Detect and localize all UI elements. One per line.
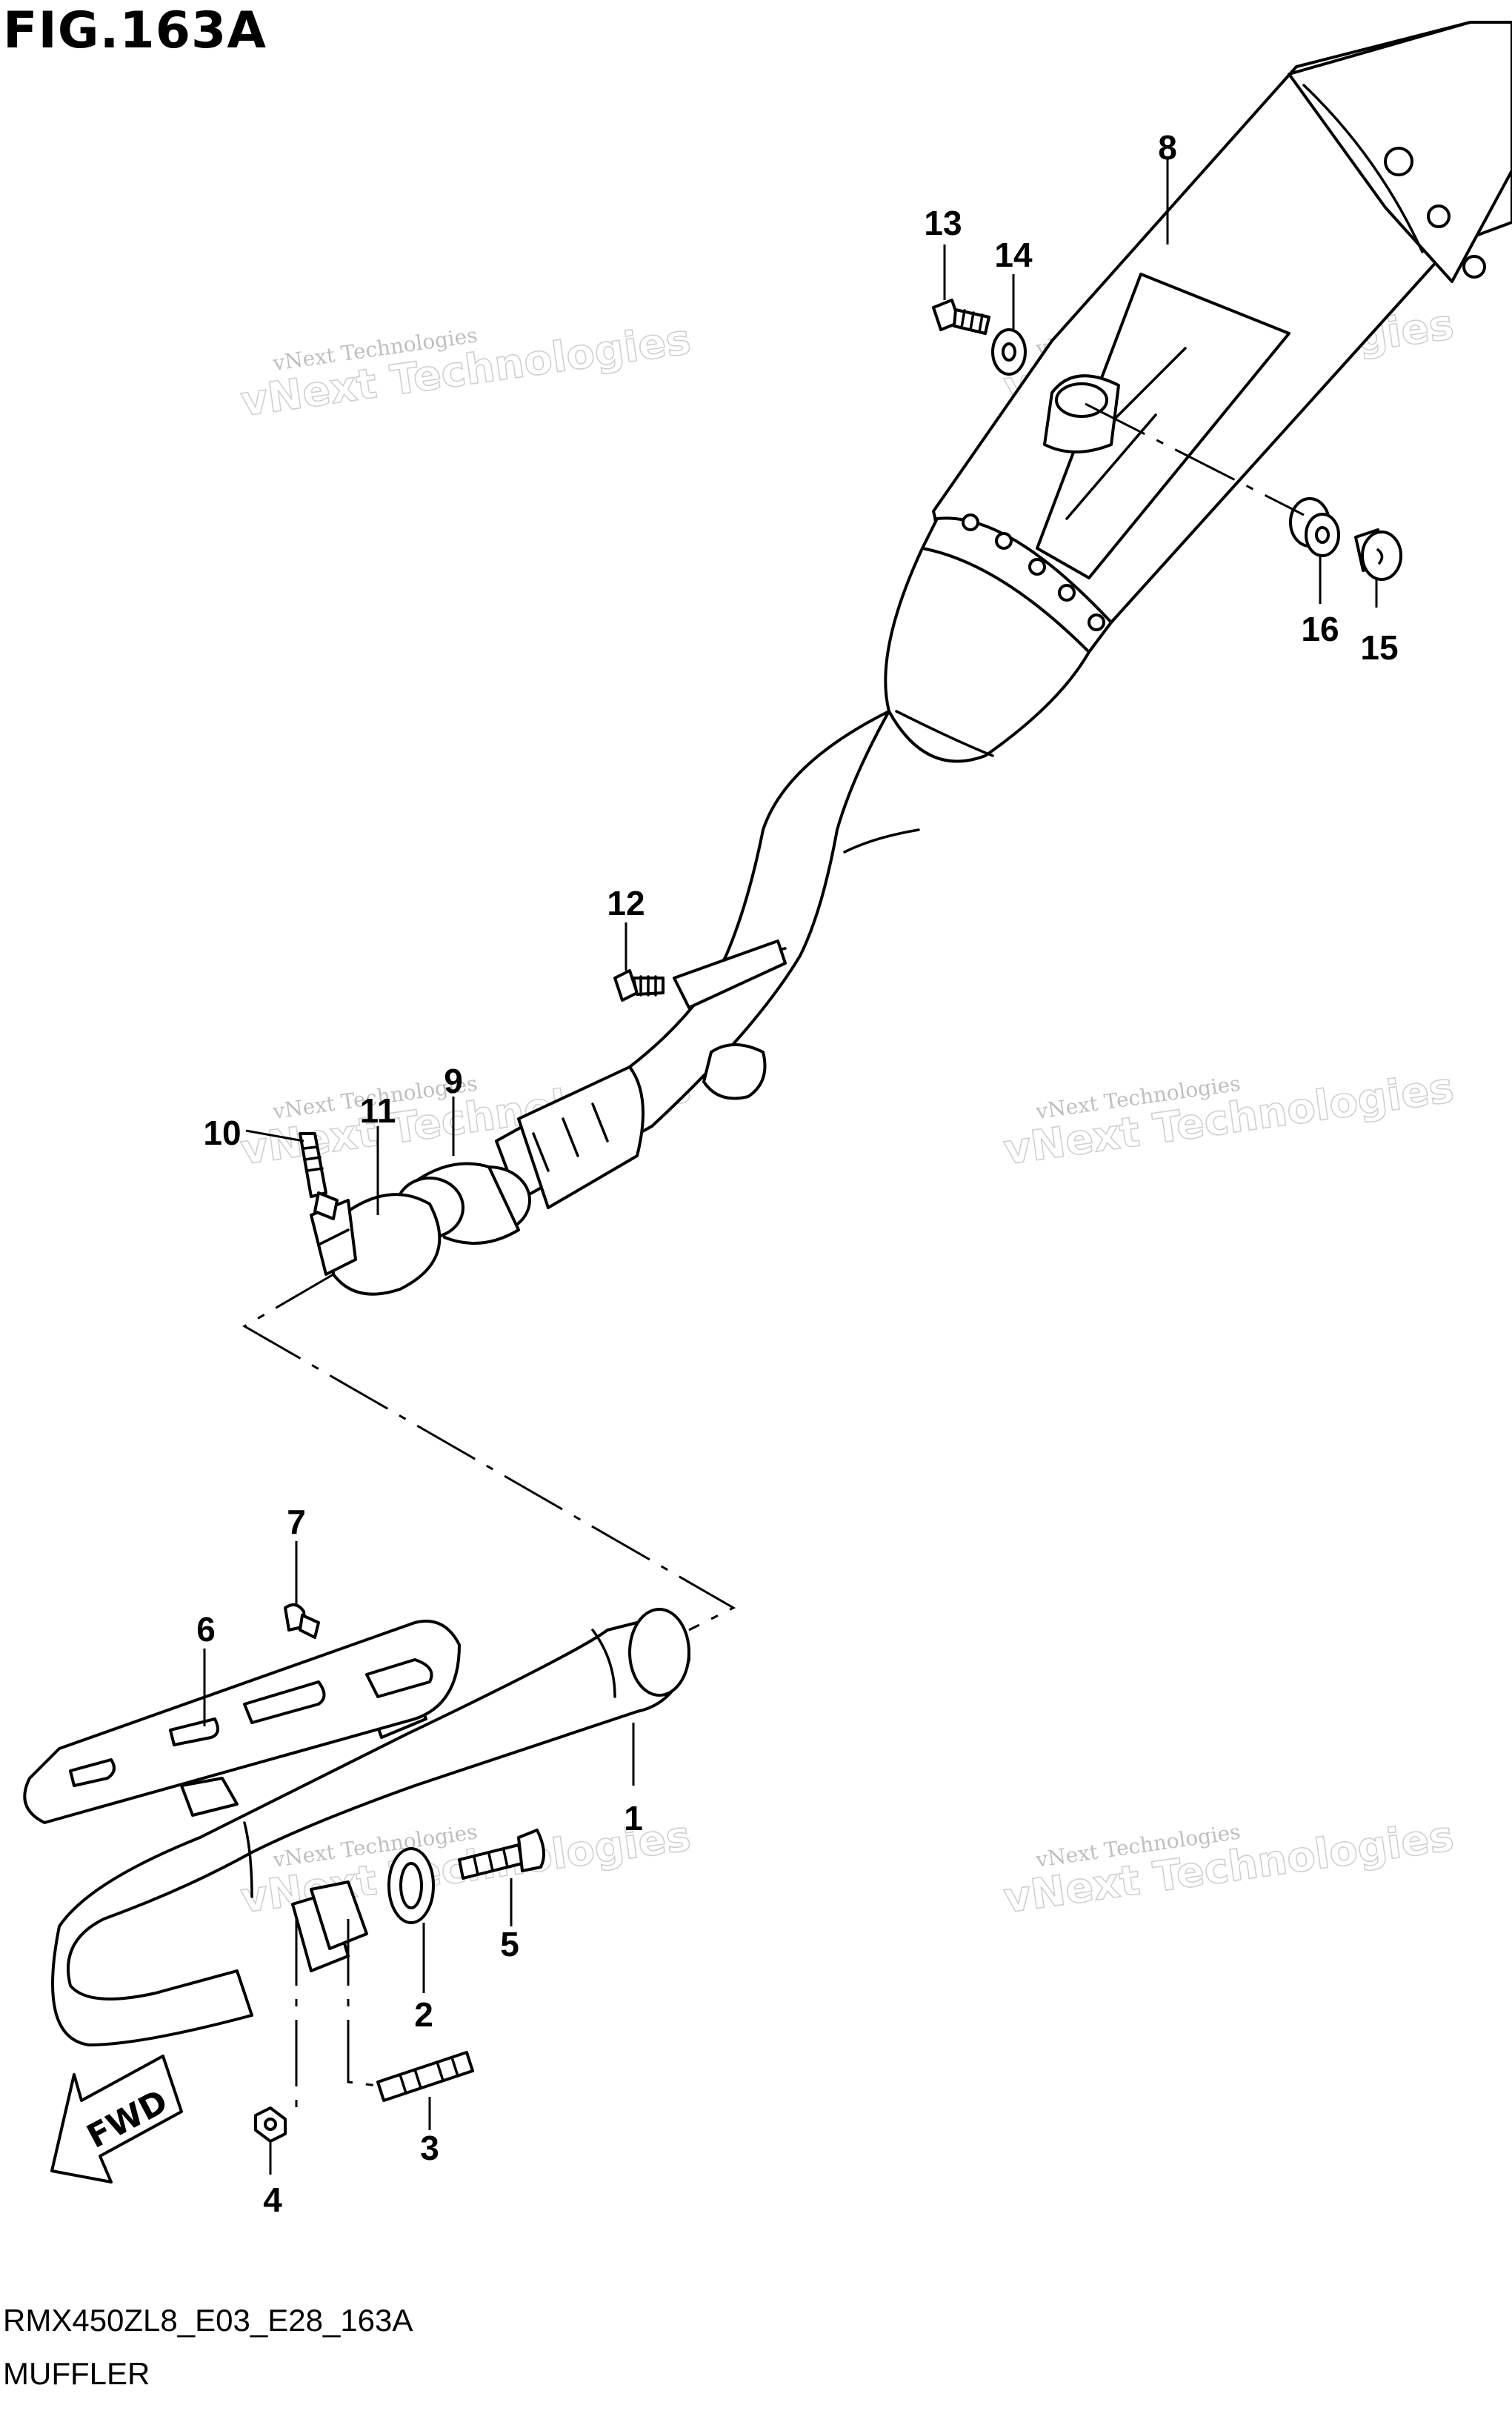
callout-11: 11	[360, 1091, 396, 1130]
part-6-heat-shield	[23, 1620, 461, 1824]
part-2-gasket	[387, 1847, 435, 1924]
callout-15: 15	[1360, 628, 1398, 667]
callout-16: 16	[1301, 610, 1339, 648]
callout-6: 6	[196, 1610, 216, 1649]
callout-5: 5	[500, 1925, 519, 1963]
part-13-bolt	[932, 299, 990, 335]
muffler-cone	[884, 547, 1090, 763]
assembly-lines	[242, 402, 1305, 2119]
callout-7: 7	[287, 1503, 306, 1541]
part-11-clamp	[310, 1193, 442, 1296]
part-12-bolt	[613, 969, 665, 1002]
callout-labels: 1 2 3 4 5 6 7 8 9 10 11 12 13 14 15 16	[196, 128, 1398, 2219]
part-14-washer	[991, 328, 1027, 376]
muffler-heat-guard-plate	[1036, 273, 1290, 579]
part-15-collar	[1354, 528, 1402, 581]
part-16-grommet	[1289, 497, 1340, 557]
exhaust-pipe-body	[51, 1614, 690, 2046]
watermark-6: vNext Technologies vNext Technologies	[1000, 1812, 1457, 1923]
part-4-nut	[254, 2106, 287, 2143]
fwd-direction-indicator: FWD	[50, 2055, 183, 2183]
callout-8: 8	[1158, 128, 1177, 167]
leader-lines	[203, 159, 1378, 2175]
fwd-arrow-icon	[50, 2055, 183, 2183]
muffler-assembly	[884, 21, 1512, 763]
part-10-bolt	[299, 1132, 339, 1220]
part-5-bolt	[458, 1829, 545, 1880]
figure-title: FIG.163A	[3, 1, 267, 60]
figure-code: RMX450ZL8_E03_E28_163A	[3, 2303, 413, 2338]
part-7-bolt	[284, 1603, 320, 1639]
watermark-4: vNext Technologies vNext Technologies	[1000, 1063, 1457, 1175]
callout-4: 4	[263, 2181, 282, 2219]
callout-9: 9	[444, 1062, 463, 1100]
callout-13: 13	[924, 204, 962, 242]
callout-14: 14	[994, 236, 1033, 274]
callout-12: 12	[607, 884, 645, 922]
callout-3: 3	[420, 2129, 439, 2167]
figure-name: MUFFLER	[3, 2356, 150, 2391]
connector-pipe	[495, 710, 920, 1209]
watermark-1: vNext Technologies vNext Technologies	[237, 315, 694, 427]
part-3-stud	[376, 2051, 474, 2102]
callout-10: 10	[203, 1114, 241, 1152]
connector-pipe-slotted-end	[517, 1065, 645, 1209]
callout-2: 2	[414, 1995, 433, 2034]
callout-1: 1	[624, 1799, 643, 1837]
heat-shield-body	[23, 1620, 461, 1824]
